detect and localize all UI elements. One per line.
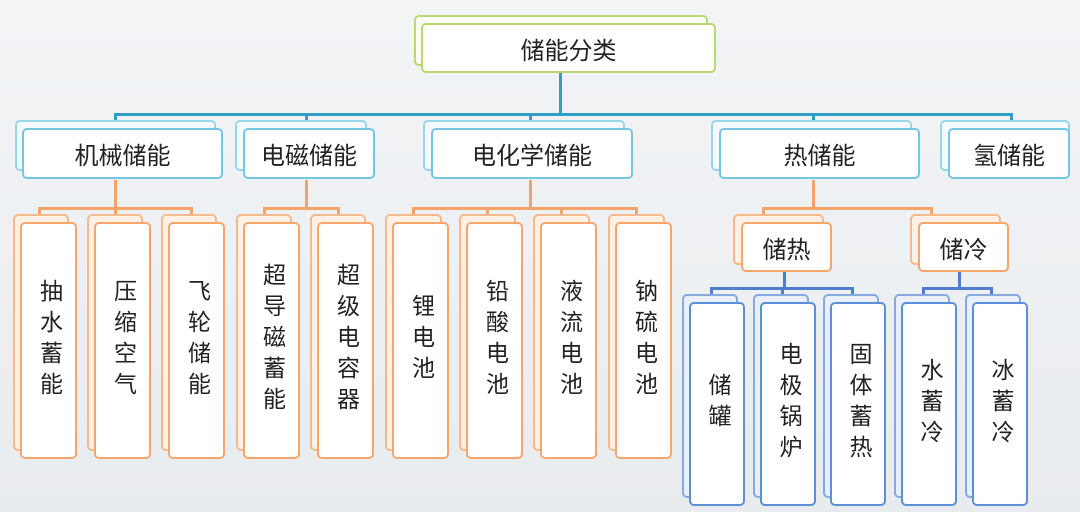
mechanical-item-link-line [114, 207, 117, 219]
heat-storage-item-link-line [710, 287, 713, 295]
category-bus-line [114, 113, 1012, 116]
root-node-label: 储能分类 [520, 36, 617, 65]
mechanical-node[interactable]: 机械储能 [22, 128, 223, 179]
heat-storage-item-link-line [851, 287, 854, 295]
electrochemical-node[interactable]: 电化学储能 [431, 128, 633, 179]
electrochemical-node-label: 电化学储能 [472, 142, 592, 170]
cold-storage-item-ice[interactable]: 冰蓄冷 [972, 302, 1028, 506]
heat-storage-stem-line [783, 272, 786, 289]
electrochemical-item-flow[interactable]: 液流电池 [540, 222, 597, 459]
cold-storage-item-link-line [922, 287, 925, 295]
thermal-node[interactable]: 热储能 [719, 128, 920, 179]
thermal-stem-line [812, 180, 815, 208]
electromagnetic-bus-line [263, 207, 337, 210]
mechanical-item-compressed-air[interactable]: 压缩空气 [94, 222, 151, 459]
electromagnetic-item-link-line [263, 207, 266, 219]
heat-storage-item-link-line [781, 287, 784, 295]
cold-storage-link-line [930, 207, 933, 219]
electrochemical-item-link-line [635, 207, 638, 219]
mechanical-item-label: 飞轮储能 [183, 278, 210, 403]
electromagnetic-node-label: 电磁储能 [261, 142, 357, 170]
heat-storage-item-label: 储罐 [704, 373, 730, 435]
electromagnetic-node[interactable]: 电磁储能 [243, 128, 375, 179]
cold-storage-stem-line [958, 272, 961, 289]
heat-storage-item-solid-heat[interactable]: 固体蓄热 [830, 302, 886, 506]
electrochemical-item-label: 铅酸电池 [481, 278, 508, 403]
heat-storage-link-line [762, 207, 765, 219]
heat-storage-node[interactable]: 储热 [741, 222, 832, 272]
mechanical-item-pumped-hydro[interactable]: 抽水蓄能 [20, 222, 77, 459]
electrochemical-item-link-line [412, 207, 415, 219]
heat-storage-item-label: 电极锅炉 [775, 342, 801, 466]
electromagnetic-stem-line [305, 180, 308, 208]
electromagnetic-item-label: 超导磁蓄能 [258, 263, 285, 418]
heat-storage-bus-line [710, 287, 851, 290]
cold-storage-node-label: 储冷 [939, 235, 988, 264]
mechanical-node-label: 机械储能 [74, 142, 171, 170]
root-node[interactable]: 储能分类 [421, 23, 716, 73]
cold-storage-item-label: 冰蓄冷 [987, 357, 1013, 451]
mechanical-stem-line [114, 180, 117, 208]
electrochemical-item-lithium[interactable]: 锂电池 [392, 222, 449, 459]
mechanical-item-label: 抽水蓄能 [35, 278, 62, 403]
electromagnetic-item-link-line [337, 207, 340, 219]
mechanical-item-label: 压缩空气 [109, 278, 136, 403]
thermal-bus-line [762, 207, 930, 210]
electrochemical-stem-line [529, 180, 532, 208]
electrochemical-item-link-line [560, 207, 563, 219]
hydrogen-node-label: 氢储能 [973, 142, 1045, 170]
electrochemical-item-sodium-sulfur[interactable]: 钠硫电池 [615, 222, 672, 459]
electromagnetic-item-supercapacitor[interactable]: 超级电容器 [317, 222, 374, 459]
mechanical-item-link-line [190, 207, 193, 219]
heat-storage-node-label: 储热 [762, 235, 811, 264]
electrochemical-bus-line [412, 207, 635, 210]
electromagnetic-item-label: 超级电容器 [332, 263, 359, 418]
hydrogen-node[interactable]: 氢储能 [948, 128, 1070, 179]
root-stem-line [559, 72, 562, 116]
electrochemical-item-label: 锂电池 [407, 294, 434, 387]
cold-storage-node[interactable]: 储冷 [918, 222, 1009, 272]
cold-storage-item-label: 水蓄冷 [916, 357, 942, 451]
thermal-node-label: 热储能 [783, 142, 856, 170]
electrochemical-item-lead-acid[interactable]: 铅酸电池 [466, 222, 523, 459]
electromagnetic-item-superconducting[interactable]: 超导磁蓄能 [243, 222, 300, 459]
heat-storage-item-electrode-boiler[interactable]: 电极锅炉 [760, 302, 816, 506]
electrochemical-item-label: 钠硫电池 [630, 278, 657, 403]
mechanical-item-flywheel[interactable]: 飞轮储能 [168, 222, 225, 459]
electrochemical-item-label: 液流电池 [555, 278, 582, 403]
cold-storage-item-link-line [990, 287, 993, 295]
heat-storage-item-label: 固体蓄热 [845, 342, 871, 466]
electrochemical-item-link-line [486, 207, 489, 219]
mechanical-item-link-line [38, 207, 41, 219]
cold-storage-bus-line [922, 287, 990, 290]
heat-storage-item-tank[interactable]: 储罐 [689, 302, 745, 506]
cold-storage-item-water[interactable]: 水蓄冷 [901, 302, 957, 506]
